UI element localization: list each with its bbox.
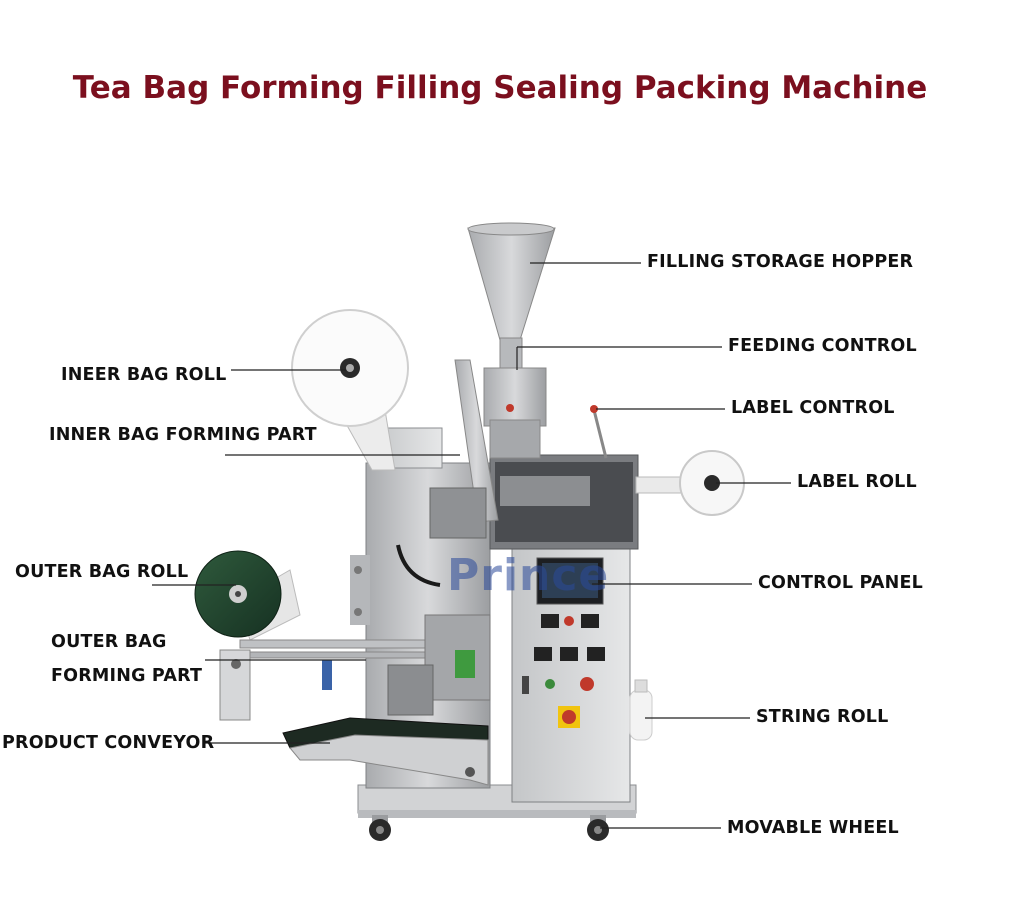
label-outer-bag-forming-part-line1: OUTER BAG <box>51 632 167 652</box>
label-inner-bag-forming-part: INNER BAG FORMING PART <box>49 425 317 445</box>
label-label-roll: LABEL ROLL <box>797 472 917 492</box>
inner-bag-roll-icon <box>291 309 409 471</box>
label-outer-bag-roll: OUTER BAG ROLL <box>15 562 189 582</box>
string-roll-icon <box>629 679 653 741</box>
label-control-icon <box>590 405 608 459</box>
outer-bag-roll-icon <box>194 550 301 641</box>
outer-bag-forming-icon <box>219 614 491 721</box>
page-title: Tea Bag Forming Filling Sealing Packing … <box>72 70 928 106</box>
movable-wheel-icon <box>369 815 609 841</box>
label-roll-icon <box>635 450 745 516</box>
hopper-icon <box>467 222 556 459</box>
label-feeding-control: FEEDING CONTROL <box>728 336 917 356</box>
product-conveyor-icon <box>282 717 489 786</box>
label-ineer-bag-roll: INEER BAG ROLL <box>61 365 227 385</box>
label-filling-storage-hopper: FILLING STORAGE HOPPER <box>647 252 914 272</box>
watermark-text: Prince <box>447 550 610 601</box>
label-control-panel: CONTROL PANEL <box>758 573 924 593</box>
label-movable-wheel: MOVABLE WHEEL <box>727 818 899 838</box>
control-panel-icon <box>522 557 605 728</box>
label-string-roll: STRING ROLL <box>756 707 889 727</box>
control-cabinet <box>489 454 639 803</box>
inner-bag-forming-icon <box>396 359 499 587</box>
label-product-conveyor: PRODUCT CONVEYOR <box>2 733 215 753</box>
label-label-control: LABEL CONTROL <box>731 398 895 418</box>
label-outer-bag-forming-part-line2: FORMING PART <box>51 666 203 686</box>
